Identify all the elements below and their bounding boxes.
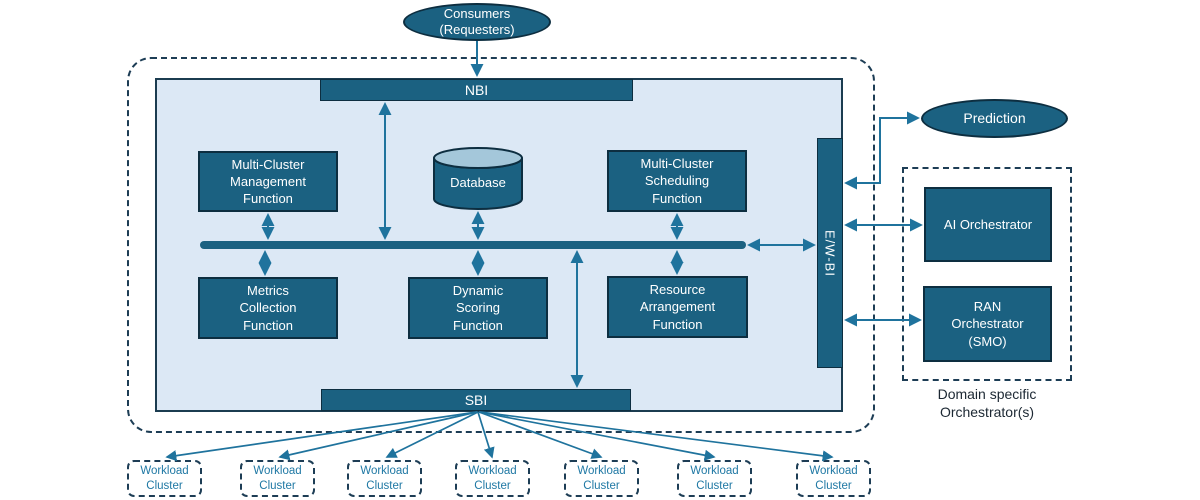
consumers-label: Consumers (Requesters)	[439, 5, 515, 37]
ai-orchestrator-label: AI Orchestrator	[943, 216, 1033, 232]
workload-cluster-box: Workload Cluster	[677, 460, 752, 497]
metrics-collection-function-box: Metrics Collection Function	[198, 277, 338, 339]
multi-cluster-management-function-box: Multi-Cluster Management Function	[198, 151, 338, 212]
workload-cluster-label: Workload Cluster	[360, 464, 409, 492]
domain-orchestrators-boundary-dashed	[902, 167, 1072, 381]
database-cylinder-top	[433, 147, 523, 169]
workload-cluster-box: Workload Cluster	[796, 460, 871, 497]
multi-cluster-scheduling-function-box: Multi-Cluster Scheduling Function	[607, 150, 747, 212]
workload-cluster-label: Workload Cluster	[468, 464, 517, 492]
ewbi-label: E/W-BI	[822, 229, 838, 277]
sbi-label: SBI	[464, 392, 488, 408]
workload-cluster-box: Workload Cluster	[455, 460, 530, 497]
sbi-bar: SBI	[321, 389, 631, 411]
workload-cluster-label: Workload Cluster	[577, 464, 626, 492]
multi-cluster-management-function-label: Multi-Cluster Management Function	[230, 156, 306, 207]
dynamic-scoring-function-label: Dynamic Scoring Function	[452, 283, 504, 333]
nbi-label: NBI	[464, 82, 489, 98]
domain-orchestrators-caption: Domain specific Orchestrator(s)	[937, 386, 1037, 420]
prediction-label: Prediction	[963, 109, 1026, 126]
message-bus	[200, 241, 746, 249]
consumers-node: Consumers (Requesters)	[403, 3, 551, 41]
resource-arrangement-function-box: Resource Arrangement Function	[607, 276, 748, 338]
ran-orchestrator-box: RAN Orchestrator (SMO)	[923, 286, 1052, 362]
resource-arrangement-function-label: Resource Arrangement Function	[639, 282, 716, 332]
dynamic-scoring-function-box: Dynamic Scoring Function	[408, 277, 548, 339]
workload-cluster-label: Workload Cluster	[690, 464, 739, 492]
ran-orchestrator-label: RAN Orchestrator (SMO)	[951, 299, 1024, 349]
workload-cluster-box: Workload Cluster	[564, 460, 639, 497]
workload-cluster-box: Workload Cluster	[240, 460, 315, 497]
database-label: Database	[450, 175, 506, 190]
multi-cluster-scheduling-function-label: Multi-Cluster Scheduling Function	[640, 156, 714, 206]
workload-cluster-label: Workload Cluster	[140, 464, 189, 492]
workload-cluster-box: Workload Cluster	[127, 460, 202, 497]
prediction-node: Prediction	[921, 99, 1068, 138]
workload-cluster-label: Workload Cluster	[253, 464, 302, 492]
workload-cluster-box: Workload Cluster	[347, 460, 422, 497]
workload-cluster-label: Workload Cluster	[809, 464, 858, 492]
ai-orchestrator-box: AI Orchestrator	[924, 187, 1052, 262]
ewbi-bar: E/W-BI	[817, 138, 843, 368]
database-cylinder: Database	[433, 147, 523, 210]
metrics-collection-function-label: Metrics Collection Function	[239, 283, 297, 333]
nbi-bar: NBI	[320, 79, 633, 101]
